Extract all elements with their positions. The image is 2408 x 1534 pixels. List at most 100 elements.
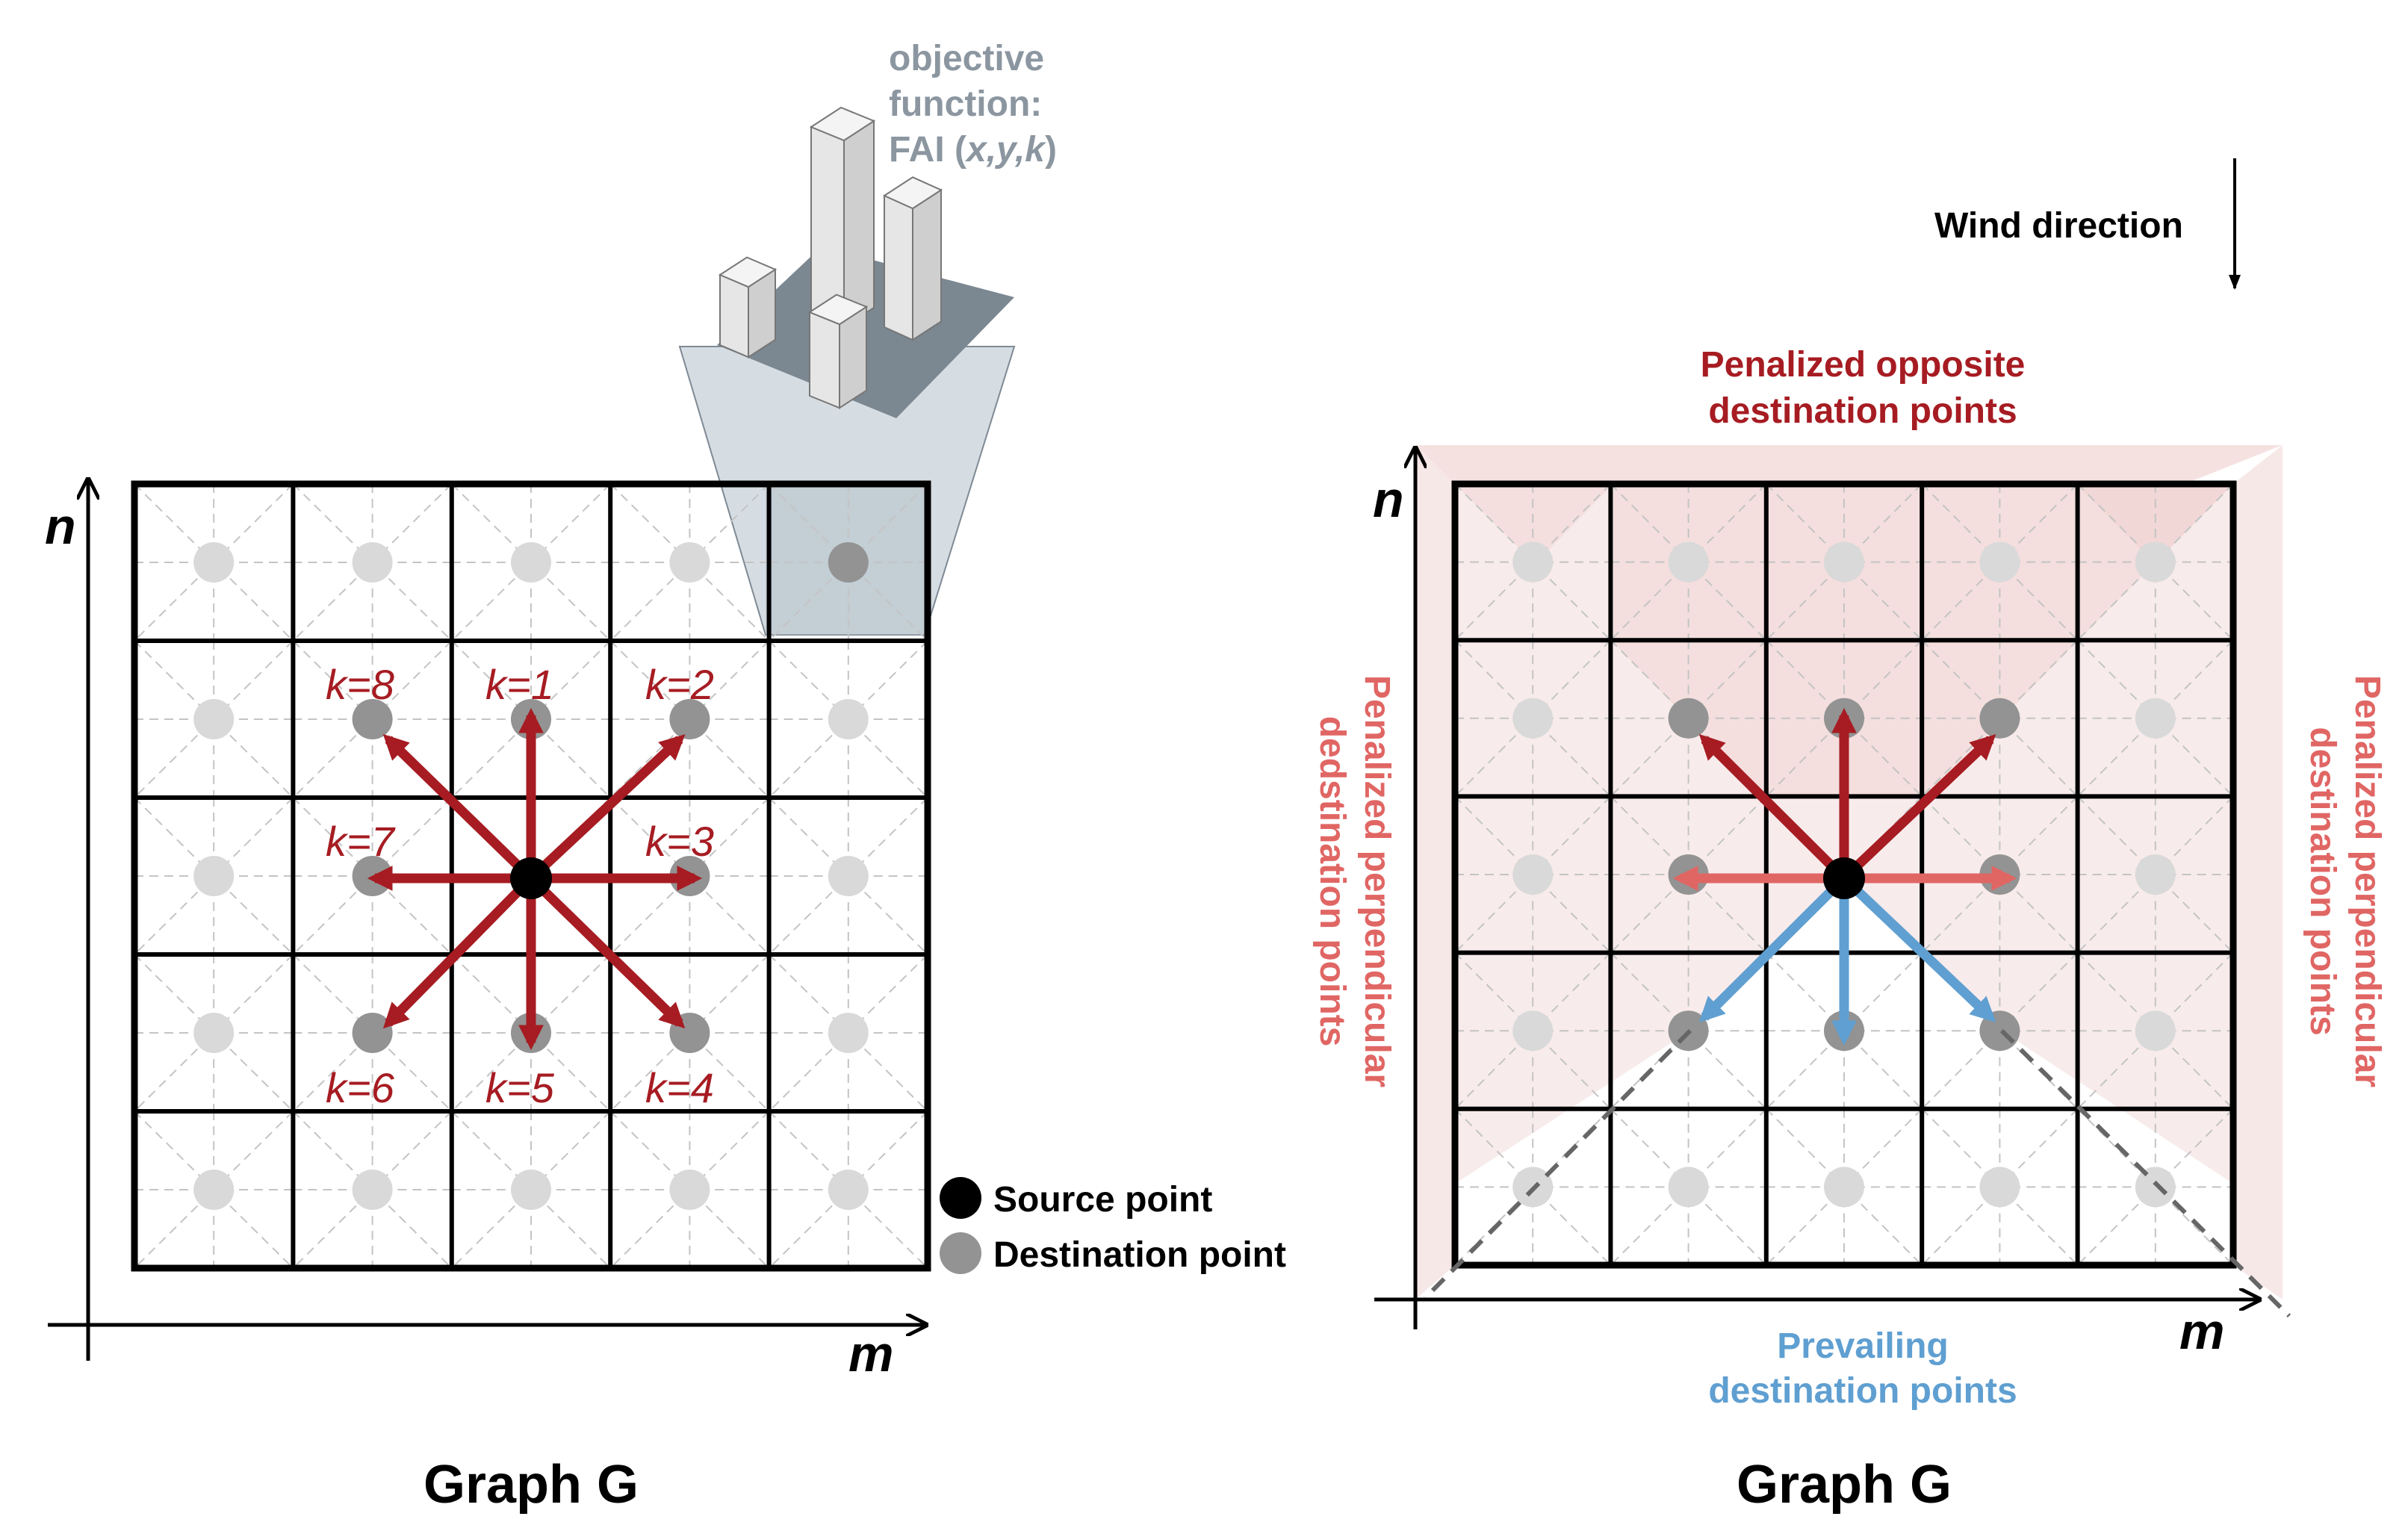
- penalized-perpendicular-right-2: destination points: [2303, 727, 2342, 1035]
- building-top: [807, 294, 869, 326]
- k-label: k=4: [645, 1064, 714, 1111]
- source-point: [1823, 857, 1865, 899]
- k-label: k=1: [485, 661, 554, 708]
- grid-point: [1824, 541, 1864, 583]
- objective-line-2: function:: [889, 84, 1042, 124]
- right-caption: Graph G: [1737, 1455, 1952, 1515]
- direction-arrow: [527, 875, 686, 1029]
- penalized-opposite-label-2: destination points: [1708, 391, 2017, 431]
- grid-border: [1451, 480, 2237, 1269]
- direction-arrow: [382, 875, 535, 1029]
- right-direction-arrows: [1672, 707, 2017, 1046]
- grid-point: [2135, 854, 2176, 895]
- destination-point: [669, 699, 710, 739]
- axis-m-label: m: [2179, 1303, 2224, 1360]
- k-label: k=7: [326, 818, 396, 865]
- legend-destination-icon: [940, 1232, 981, 1274]
- k-labels: k=1 k=2 k=3 k=4 k=5 k=6 k=7 k=8: [326, 661, 714, 1111]
- axis-m-label: m: [848, 1326, 893, 1382]
- penalized-perpendicular-zone-right: [2233, 445, 2283, 1299]
- destination-point: [828, 542, 869, 583]
- k-label: k=3: [645, 818, 714, 865]
- left-direction-arrows: [367, 707, 703, 1051]
- legend-source-label: Source point: [993, 1180, 1212, 1220]
- source-point: [510, 857, 552, 899]
- axis-n-label: n: [45, 498, 76, 555]
- left-graph-panel: k=1 k=2 k=3 k=4 k=5 k=6 k=7 k=8 n m objective f…: [45, 39, 1286, 1515]
- grid-point: [1668, 1167, 1709, 1208]
- legend-source-icon: [940, 1177, 981, 1219]
- k-label: k=6: [326, 1064, 395, 1111]
- direction-arrow: [527, 734, 686, 882]
- grid-point: [2135, 698, 2176, 739]
- building-top: [809, 106, 876, 142]
- k-label: k=2: [645, 661, 714, 708]
- grid-point: [828, 1013, 869, 1053]
- direction-arrow: [1698, 875, 1848, 1023]
- penalized-opposite-label-1: Penalized opposite: [1701, 345, 2026, 385]
- grid-point: [193, 542, 235, 583]
- grid-point: [669, 542, 710, 583]
- prevailing-label-1: Prevailing: [1777, 1326, 1948, 1366]
- building-face: [719, 273, 749, 358]
- objective-line-3: FAI (x,y,k): [889, 130, 1057, 170]
- penalized-opposite-triangle-left: [1455, 484, 1613, 564]
- left-caption: Graph G: [423, 1455, 639, 1515]
- grid-point: [2135, 1010, 2176, 1052]
- building-block-icon: [718, 106, 943, 410]
- direction-arrow: [382, 733, 535, 882]
- grid-point: [1824, 1167, 1864, 1208]
- objective-line-1: objective: [889, 39, 1044, 78]
- wind-direction-label: Wind direction: [1934, 206, 2183, 246]
- grid-point: [1512, 854, 1554, 895]
- k-label: k=5: [485, 1064, 555, 1111]
- grid-point: [193, 699, 235, 739]
- penalized-perpendicular-right-1: Penalized perpendicular: [2348, 675, 2387, 1087]
- grid-point: [193, 1170, 235, 1210]
- direction-arrow: [1840, 875, 1996, 1022]
- destination-point: [352, 699, 393, 739]
- prevailing-boundary-left: [1423, 1028, 1692, 1300]
- grid-point: [1512, 541, 1554, 583]
- grid-point: [669, 1170, 710, 1210]
- axis-n-label: n: [1373, 471, 1404, 528]
- grid-point: [193, 1013, 235, 1053]
- grid-point: [2135, 541, 2176, 583]
- grid-point: [511, 1170, 551, 1210]
- grid-point: [828, 699, 869, 739]
- penalized-opposite-triangle-right: [2076, 484, 2233, 564]
- grid-point: [511, 542, 551, 583]
- destination-point: [352, 1013, 393, 1053]
- penalized-perpendicular-left-2: dedstination points: [1312, 716, 1352, 1047]
- grid-point: [1979, 541, 2020, 583]
- building-face: [809, 311, 840, 409]
- prevailing-label-2: destination points: [1708, 1371, 2017, 1411]
- right-graph-panel: n m Wind direction Penalized opposite de…: [1312, 158, 2387, 1515]
- prevailing-boundary-right: [1999, 1028, 2291, 1318]
- penalized-opposite-zone: [1415, 445, 2283, 484]
- grid-point: [828, 1170, 869, 1210]
- grid-point: [352, 542, 393, 583]
- building-side: [843, 119, 875, 329]
- legend-destination-label: Destination point: [993, 1235, 1286, 1275]
- building-face: [884, 194, 913, 341]
- destination-point: [1668, 698, 1709, 739]
- grid-point: [352, 1170, 393, 1210]
- destination-point: [1979, 698, 2020, 739]
- building-side: [912, 188, 942, 341]
- grid-point: [1979, 1167, 2020, 1208]
- building-top: [718, 256, 778, 288]
- grid-point: [828, 856, 869, 896]
- grid-point: [2135, 1167, 2176, 1208]
- grid-border: [131, 480, 931, 1272]
- grid-point: [193, 856, 235, 896]
- penalized-perpendicular-zone: [1415, 445, 1455, 1299]
- direction-arrow: [1840, 734, 1996, 882]
- penalized-perpendicular-left-1: Penalized perpendicular: [1357, 675, 1397, 1087]
- grid-point: [1512, 1010, 1554, 1052]
- building-top: [882, 176, 943, 210]
- grid-point: [1668, 541, 1709, 583]
- k-label: k=8: [326, 661, 394, 708]
- grid-point: [1512, 698, 1554, 739]
